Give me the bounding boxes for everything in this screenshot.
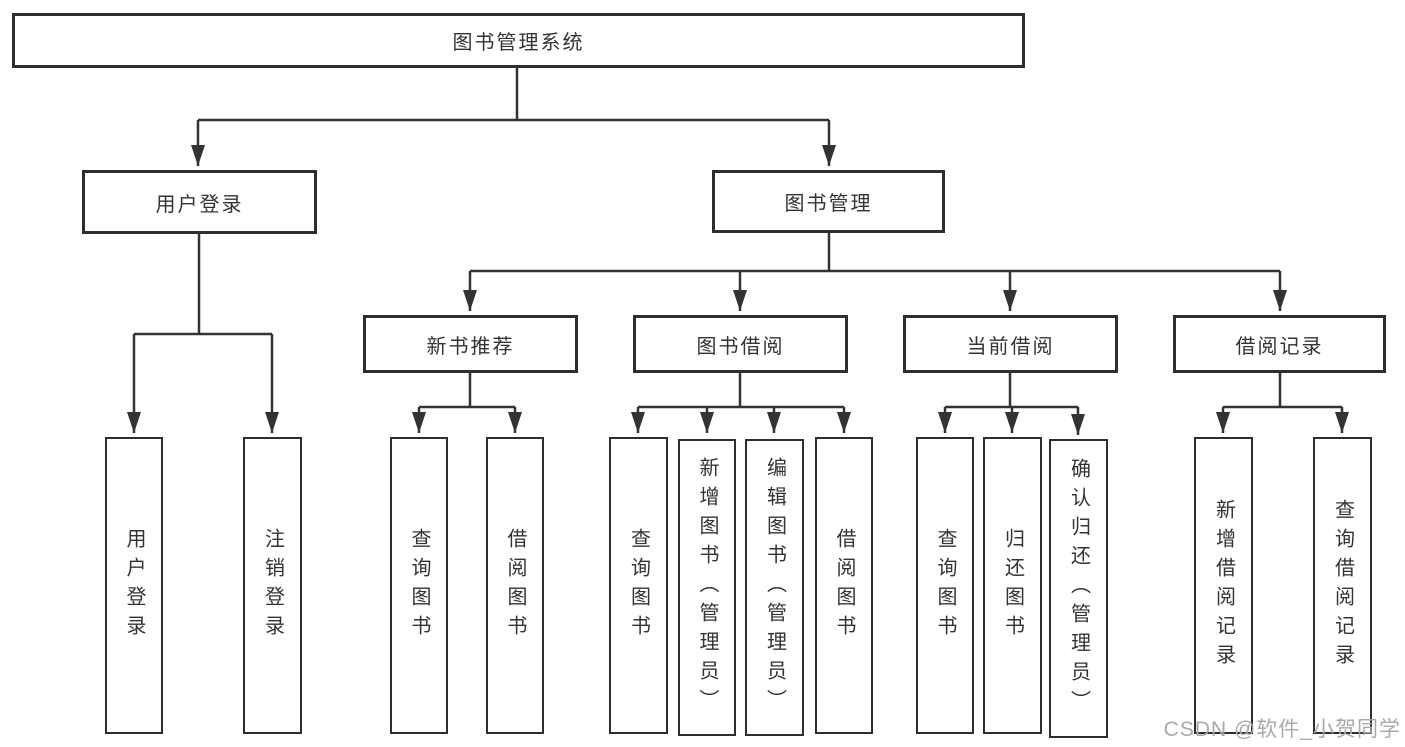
node-book-management: 图书管理 xyxy=(712,170,945,233)
leaf-recommend-query-book: 查询图书 xyxy=(390,437,448,734)
leaf-borrowing-edit-book-admin-label: 编辑图书（管理员） xyxy=(763,457,786,718)
leaf-current-confirm-return-admin-label: 确认归还（管理员） xyxy=(1067,458,1090,719)
leaf-borrowing-borrow-book-label: 借阅图书 xyxy=(833,527,855,644)
node-book-borrowing: 图书借阅 xyxy=(633,315,848,373)
leaf-records-query-borrow-record-label: 查询借阅记录 xyxy=(1331,498,1354,673)
leaf-recommend-borrow-book: 借阅图书 xyxy=(486,437,544,734)
leaf-borrowing-query-book: 查询图书 xyxy=(609,437,668,734)
node-borrowing-records: 借阅记录 xyxy=(1173,315,1386,373)
leaf-user-login-label: 用户登录 xyxy=(123,527,145,644)
leaf-borrowing-query-book-label: 查询图书 xyxy=(627,527,650,644)
node-current-borrowing: 当前借阅 xyxy=(903,315,1118,373)
leaf-current-return-book: 归还图书 xyxy=(983,437,1042,734)
leaf-records-add-borrow-record-label: 新增借阅记录 xyxy=(1212,498,1235,673)
leaf-current-confirm-return-admin: 确认归还（管理员） xyxy=(1049,439,1108,738)
leaf-borrowing-edit-book-admin: 编辑图书（管理员） xyxy=(745,439,804,736)
leaf-recommend-query-book-label: 查询图书 xyxy=(408,527,430,644)
leaf-records-add-borrow-record: 新增借阅记录 xyxy=(1194,437,1253,734)
leaf-records-query-borrow-record: 查询借阅记录 xyxy=(1313,437,1372,734)
node-library-management-system: 图书管理系统 xyxy=(12,13,1025,68)
node-user-login: 用户登录 xyxy=(82,170,317,234)
node-new-book-recommend: 新书推荐 xyxy=(363,315,578,373)
leaf-current-return-book-label: 归还图书 xyxy=(1001,527,1024,644)
csdn-watermark: CSDN @软件_小贺同学 xyxy=(1163,718,1401,741)
leaf-borrowing-add-book-admin-label: 新增图书（管理员） xyxy=(696,457,718,718)
leaf-user-login: 用户登录 xyxy=(105,437,163,734)
leaf-logout-login-label: 注销登录 xyxy=(261,527,284,644)
leaf-current-query-book: 查询图书 xyxy=(916,437,974,734)
leaf-current-query-book-label: 查询图书 xyxy=(934,527,956,644)
leaf-borrowing-add-book-admin: 新增图书（管理员） xyxy=(678,439,736,736)
leaf-recommend-borrow-book-label: 借阅图书 xyxy=(504,527,526,644)
leaf-logout-login: 注销登录 xyxy=(243,437,302,734)
leaf-borrowing-borrow-book: 借阅图书 xyxy=(815,437,873,734)
